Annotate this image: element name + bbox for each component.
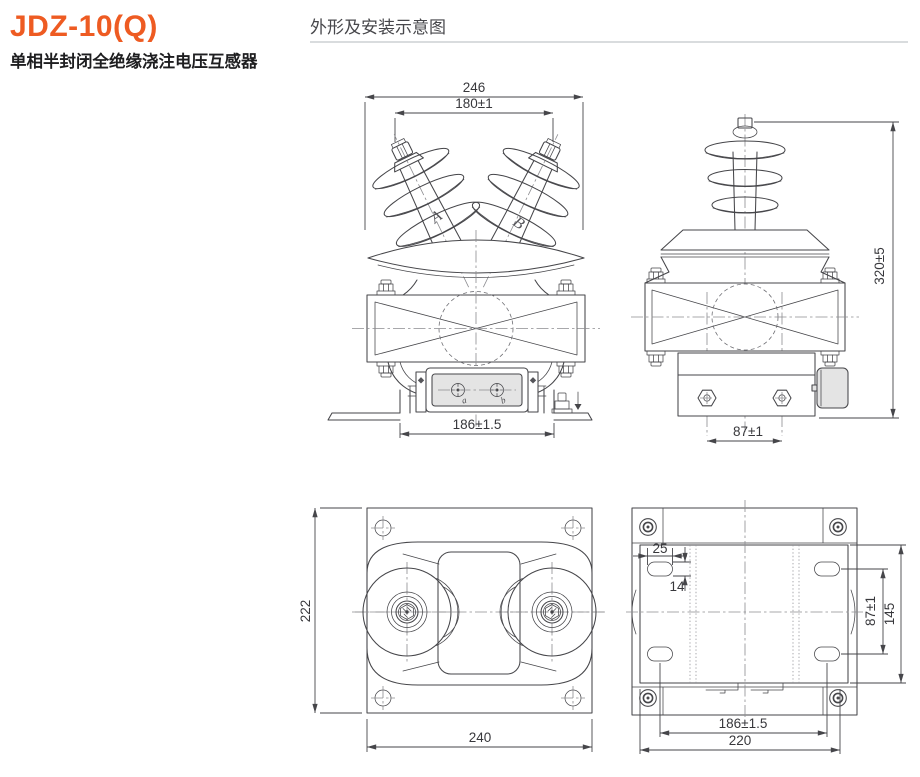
dim-slot-width: 14 (669, 579, 685, 594)
dim-depth: 222 (298, 600, 313, 623)
corner-bolt (638, 517, 658, 537)
dim-slot-rows: 87±1 (863, 596, 878, 626)
dim-width: 240 (469, 730, 492, 745)
mounting-angle-left (327, 389, 411, 421)
front-view-drawing: 246 180±1 A B (327, 80, 600, 438)
section-title: 外形及安装示意图 (310, 18, 446, 37)
side-view-drawing: 87±1 320±5 (631, 114, 899, 444)
top-view-drawing: 222 240 (298, 507, 605, 752)
corner-hole (371, 516, 585, 710)
bushing-top-b (499, 561, 605, 663)
bushing-top-a (354, 561, 460, 663)
terminal-box: a b (407, 367, 547, 413)
terminal-box-side (811, 367, 849, 409)
dim-base-depth: 145 (882, 603, 897, 626)
box-tabs (705, 682, 784, 694)
corner-bolt (828, 688, 848, 708)
secondary-label-a: a (460, 395, 468, 406)
dim-slot-cols: 186±1.5 (719, 716, 768, 731)
corner-bolt (828, 517, 848, 537)
mounting-slot (814, 646, 840, 662)
dim-overall-height: 320±5 (872, 247, 887, 284)
bottom-view-drawing: 25 14 87±1 145 186±1.5 220 (626, 500, 906, 754)
mounting-slot (647, 646, 673, 662)
corner-bolt (638, 688, 658, 708)
mounting-angle-right (543, 389, 593, 421)
phase-label-a: A (427, 207, 446, 227)
bushing-b (441, 113, 600, 308)
dim-mounting-span: 186±1.5 (453, 417, 502, 432)
product-model: JDZ-10(Q) (10, 10, 158, 43)
dim-overall-width: 246 (463, 80, 486, 95)
bushing-side (704, 117, 786, 231)
mounting-slot (647, 561, 673, 577)
center-boss (437, 551, 521, 675)
ground-bolt (551, 392, 573, 414)
dim-slot-length: 25 (652, 541, 667, 556)
section-divider (310, 41, 908, 43)
body-flange (660, 229, 830, 251)
product-subtitle: 单相半封闭全绝缘浇注电压互感器 (10, 53, 258, 71)
base-block (677, 352, 816, 417)
base-plate (639, 544, 849, 684)
body-outline-top (366, 541, 593, 686)
dim-base-width: 220 (729, 733, 752, 748)
dim-base-holes: 87±1 (733, 424, 763, 439)
dim-bushing-spacing: 180±1 (455, 96, 492, 111)
secondary-label-b: b (499, 395, 507, 406)
ground-symbol (572, 391, 584, 414)
mounting-slot (814, 561, 840, 577)
